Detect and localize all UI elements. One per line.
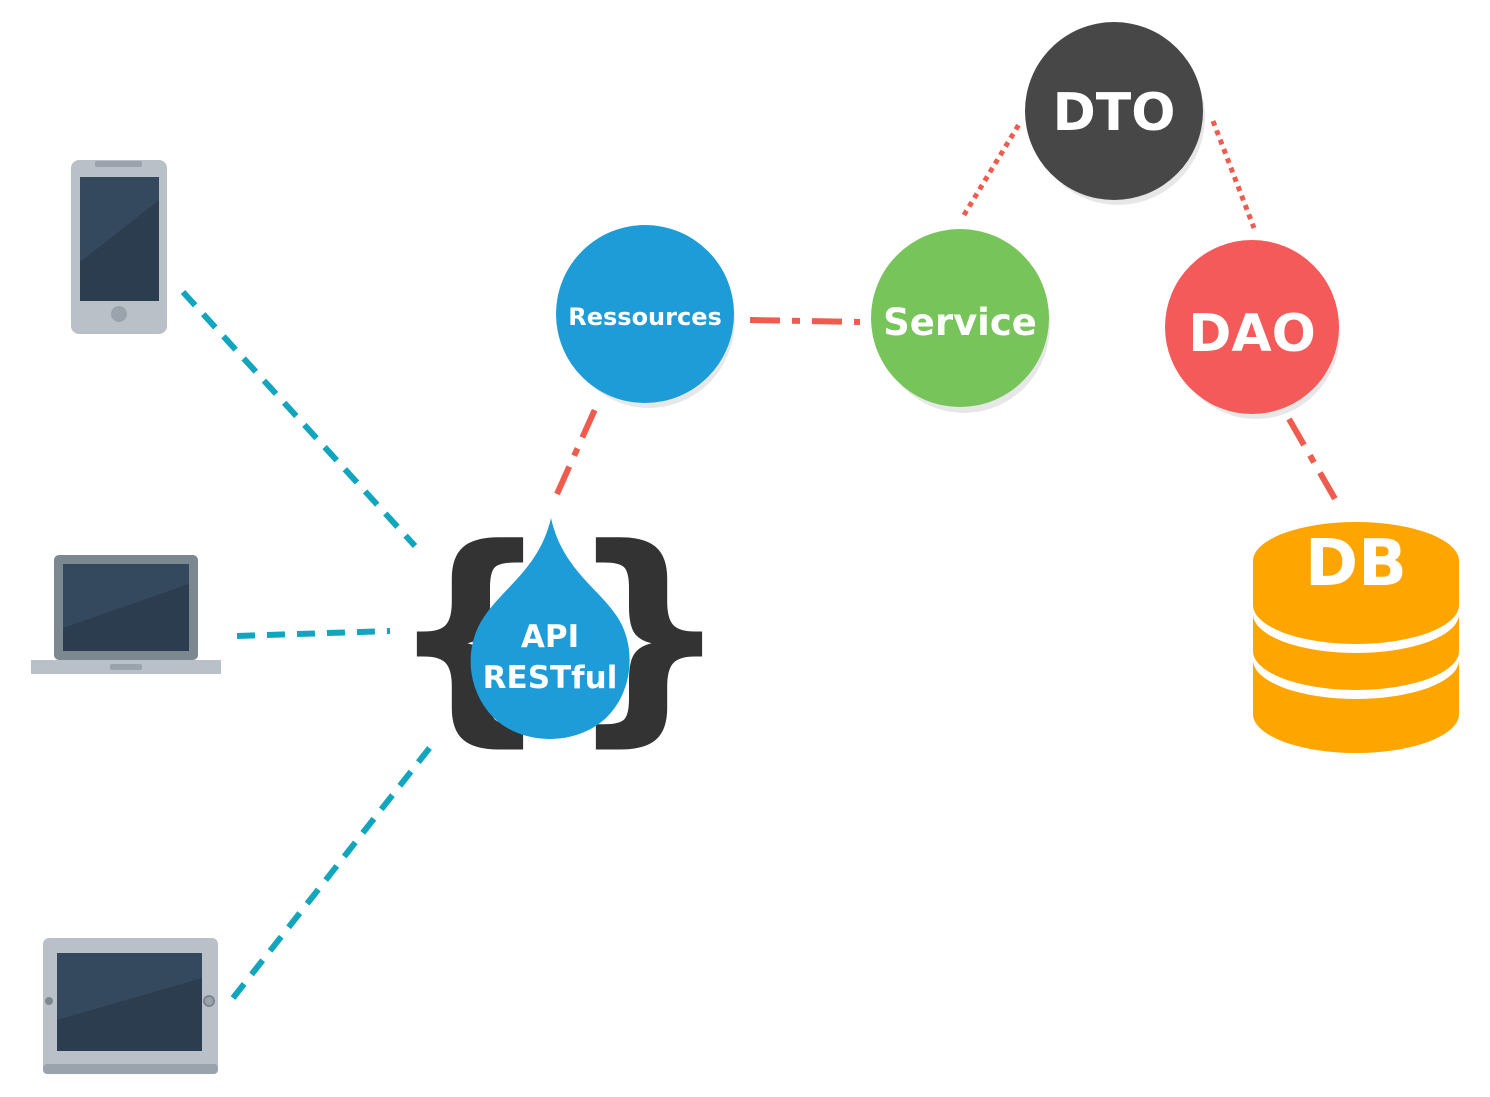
api-label: API xyxy=(521,619,579,655)
db-label: DB xyxy=(1305,527,1407,601)
link-tablet-api xyxy=(230,739,438,1000)
water-drop-icon xyxy=(470,518,630,739)
link-dto-dao xyxy=(1210,120,1257,229)
tablet-icon xyxy=(43,938,218,1074)
database-icon: DB xyxy=(1253,522,1459,753)
laptop-icon xyxy=(31,555,221,674)
dao-node: DAO xyxy=(1165,240,1340,419)
service-label: Service xyxy=(883,301,1037,344)
link-api-ressources xyxy=(554,405,599,496)
dto-node: DTO xyxy=(1025,22,1205,205)
restful-label: RESTful xyxy=(483,660,618,696)
smartphone-icon xyxy=(71,160,167,334)
ressources-label: Ressources xyxy=(568,303,722,331)
service-node: Service xyxy=(871,229,1050,413)
link-ressources-service xyxy=(749,317,861,325)
link-laptop-api xyxy=(236,628,391,639)
dto-label: DTO xyxy=(1053,83,1176,143)
ressources-node: Ressources xyxy=(556,225,735,408)
link-dao-db xyxy=(1286,417,1341,506)
server-links xyxy=(554,119,1341,506)
dao-label: DAO xyxy=(1188,304,1316,364)
client-links xyxy=(180,289,438,1000)
link-phone-api xyxy=(180,289,418,549)
api-restful-logo: { } API RESTful xyxy=(388,500,731,767)
link-service-dto xyxy=(961,119,1024,217)
